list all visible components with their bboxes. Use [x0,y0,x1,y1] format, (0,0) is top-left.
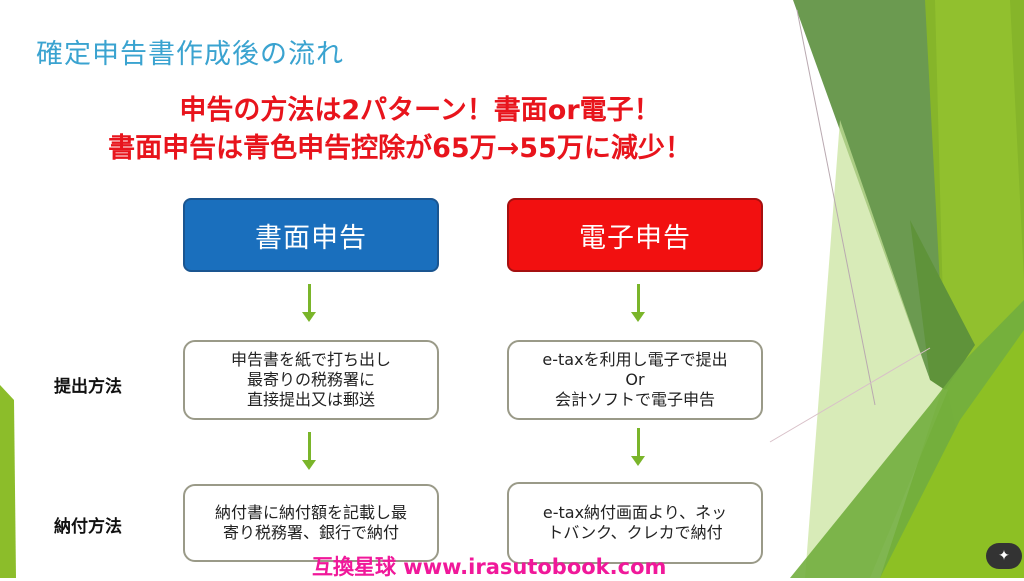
down-arrow-icon [302,432,316,470]
box-line: 最寄りの税務署に [246,370,375,389]
thin-line [769,347,931,443]
thin-line [796,9,876,406]
paper-payment-box: 納付書に納付額を記載し最 寄り税務署、銀行で納付 [183,484,439,562]
down-arrow-icon [631,284,645,322]
row-label-payment: 納付方法 [54,517,122,537]
electronic-submission-box: e-taxを利用し電子で提出 Or 会計ソフトで電子申告 [507,340,763,420]
magic-wand-icon: ✦ [998,548,1010,564]
box-line: e-tax納付画面より、ネッ [542,503,728,522]
down-arrow-icon [631,428,645,466]
electronic-filing-header: 電子申告 [507,198,763,272]
magic-wand-button[interactable]: ✦ [986,543,1022,569]
left-green-strip [0,385,16,578]
box-line: 直接提出又は郵送 [246,390,375,409]
electronic-filing-label: 電子申告 [579,222,691,254]
green-shape-mid [910,220,975,390]
box-line: e-taxを利用し電子で提出 [542,350,728,369]
paper-submission-box: 申告書を紙で打ち出し 最寄りの税務署に 直接提出又は郵送 [183,340,439,420]
box-line: 申告書を紙で打ち出し [230,350,391,369]
headline-1: 申告の方法は2パターン！書面or電子！ [179,95,661,126]
down-arrow-icon [302,284,316,322]
watermark: 互換星球 www.irasutobook.com [312,555,667,579]
box-line: 寄り税務署、銀行で納付 [222,523,399,542]
box-line: 会計ソフトで電子申告 [554,390,715,409]
headline-2: 書面申告は青色申告控除が65万→55万に減少！ [108,133,692,164]
slide-title: 確定申告書作成後の流れ [36,39,344,70]
row-label-submission: 提出方法 [54,377,122,397]
box-line: トバンク、クレカで納付 [547,523,723,542]
box-line: 納付書に納付額を記載し最 [214,503,407,522]
electronic-payment-box: e-tax納付画面より、ネッ トバンク、クレカで納付 [507,482,763,564]
green-shape-bottom-right [880,330,1024,578]
paper-filing-label: 書面申告 [255,222,367,254]
box-line: Or [625,370,645,389]
paper-filing-header: 書面申告 [183,198,439,272]
